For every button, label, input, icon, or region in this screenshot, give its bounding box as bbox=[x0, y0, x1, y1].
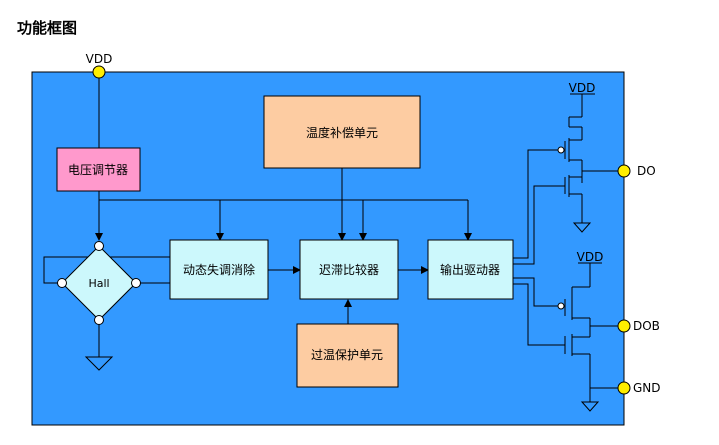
dob-output-stage: VDD bbox=[513, 250, 624, 412]
hall-sensor: Hall bbox=[57, 241, 141, 325]
svg-text:VDD: VDD bbox=[86, 52, 113, 66]
offset-cancel-block: 动态失调消除 bbox=[169, 239, 269, 300]
svg-text:DOB: DOB bbox=[633, 319, 660, 333]
do-output-stage: VDD bbox=[513, 81, 624, 265]
hysteresis-block: 迟滞比较器 bbox=[299, 239, 399, 300]
overtemp-label: 过温保护单元 bbox=[311, 348, 383, 362]
regulator-block: 电压调节器 bbox=[56, 147, 141, 192]
page-title: 功能框图 bbox=[17, 19, 78, 37]
hall-ground-symbol bbox=[84, 356, 114, 371]
gnd-pin: GND bbox=[617, 381, 661, 395]
hall-label: Hall bbox=[88, 277, 109, 290]
hysteresis-label: 迟滞比较器 bbox=[319, 262, 379, 277]
temp-comp-block: 温度补偿单元 bbox=[263, 95, 421, 169]
dob-pin: DOB bbox=[617, 319, 660, 333]
offset-cancel-label: 动态失调消除 bbox=[183, 262, 255, 277]
driver-label: 输出驱动器 bbox=[440, 262, 500, 277]
svg-text:DO: DO bbox=[637, 164, 656, 178]
regulator-label: 电压调节器 bbox=[68, 163, 128, 177]
do-pin: DO bbox=[617, 164, 656, 178]
vdd-pin-top: VDD bbox=[86, 52, 113, 79]
svg-text:GND: GND bbox=[633, 381, 661, 395]
driver-block: 输出驱动器 bbox=[427, 239, 514, 300]
overtemp-block: 过温保护单元 bbox=[296, 323, 399, 388]
temp-comp-label: 温度补偿单元 bbox=[306, 125, 378, 140]
vdd-label-1: VDD bbox=[569, 81, 596, 95]
vdd-label-2: VDD bbox=[577, 250, 604, 264]
